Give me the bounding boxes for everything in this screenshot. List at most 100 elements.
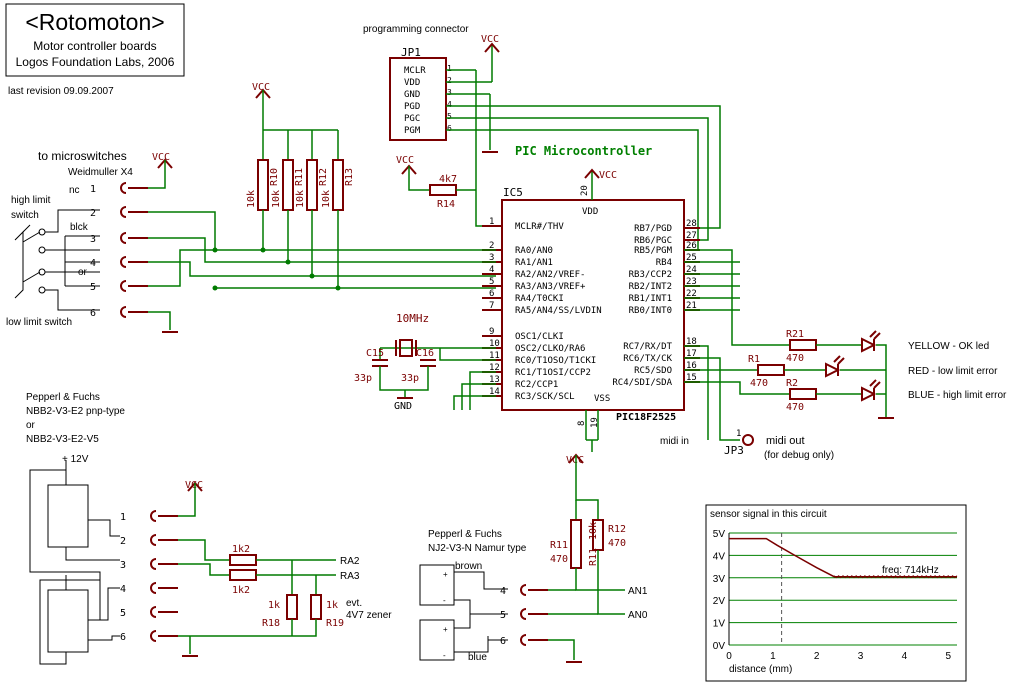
c15-value: 33p [354,373,372,384]
resistor-value: 10k [321,190,332,208]
svg-text:VCC: VCC [252,82,270,93]
pf2-brown: brown [455,561,482,572]
pf1-line2: NBB2-V3-E2 pnp-type [26,406,125,417]
chart-y-tick: 4V [713,551,726,562]
pf1-pin-number: 4 [120,584,126,595]
chart-ripple [833,575,958,579]
led-2 [861,379,881,402]
chart-xlabel: distance (mm) [729,664,792,675]
pic-pin-name: RA2/AN2/VREF- [515,270,585,280]
pf1-pin-socket [150,582,157,594]
low-limit-label: low limit switch [6,317,72,328]
pf2-sensors: + - + - [419,564,508,661]
pic-pin-number: 17 [686,349,697,359]
an1-label: AN1 [628,586,648,597]
vcc-symbol-pullups: VCC [252,82,271,99]
jp1-ref: JP1 [401,46,421,59]
pic-body [501,199,685,411]
gnd-label: GND [394,401,412,412]
pic-pin-number: 15 [686,373,697,383]
blck-label: blck [70,222,89,233]
pf1-supply: + 12V [62,454,89,465]
chart-annotation: freq: 714kHz [882,565,939,576]
r2-body [789,388,817,400]
pic-vss-pin-19: 19 [590,417,600,428]
r19-ref: R19 [326,618,344,629]
jp1-pin-number: 2 [447,76,452,85]
pic-pin-number: 28 [686,219,697,229]
resistor-ref: R11 [294,168,305,186]
r11c-ref: R11 [588,548,599,566]
pf1-line3: or [26,420,36,431]
pic-pin-name: RB6/PGC [634,236,672,246]
pic-pin-number: 21 [686,301,697,311]
resistor-r12 [306,159,318,211]
pf2-connector-pins: 456 [500,584,548,647]
high-limit-label: high limit [11,195,51,206]
pf1-pin-number: 3 [120,560,126,571]
ms-pin-number: 3 [90,234,96,245]
led-label-yellow: YELLOW - OK led [908,341,989,352]
ms-pin-number: 6 [90,308,96,319]
jp3-pin [742,434,754,446]
chart-y-tick: 2V [713,596,726,607]
jp1-pin-number: 6 [447,124,452,133]
pic-pin-number: 3 [489,253,494,263]
r12b-ref: R12 [608,524,626,535]
pic-pin-name: OSC2/CLKO/RA6 [515,344,585,354]
chart-title: sensor signal in this circuit [710,509,827,520]
resistor-r10 [257,159,269,211]
pf2-line1: Pepperl & Fuchs [428,529,502,540]
pic-pin-number: 5 [489,277,494,287]
r1k2a-value: 1k2 [232,544,250,555]
pf1-pin-number: 1 [120,512,126,523]
c15-ref: C15 [366,348,384,359]
r14-ref: R14 [437,199,455,210]
svg-text:-: - [443,596,446,605]
led-0 [861,330,881,353]
crystal-value: 10MHz [396,312,429,325]
pic-pin-number: 10 [489,339,500,349]
pic-pin-number: 9 [489,327,494,337]
chart-x-tick: 5 [945,651,951,662]
svg-text:VCC: VCC [481,34,499,45]
pic-pin-number: 1 [489,217,494,227]
pf2-line2: NJ2-V3-N Namur type [428,543,527,554]
r1k2b-value: 1k2 [232,585,250,596]
chart-y-tick: 3V [713,574,726,585]
pic-vdd-pin: 20 [580,185,590,196]
chart-y-tick: 5V [713,529,726,540]
pf2-pin-number: 4 [500,586,506,597]
r1-ref: R1 [748,354,760,365]
jp1-pin-number: 1 [447,64,452,73]
pic-pin-number: 11 [489,351,500,361]
r1-value: 470 [750,378,768,389]
pic-pin-name: RC6/TX/CK [623,354,672,364]
pic-pin-name: RB4 [656,258,672,268]
pic-pin-number: 26 [686,241,697,251]
chart-x-tick: 0 [726,651,732,662]
ms-pin-number: 4 [90,258,96,269]
pf1-pin-socket [150,510,157,522]
pf1-pin-number: 5 [120,608,126,619]
pic-pin-number: 14 [489,387,500,397]
pf1-pin-socket [150,606,157,618]
chart-x-tick: 4 [902,651,908,662]
jp1-pin-number: 3 [447,88,452,97]
crystal-body [399,339,413,357]
vcc-symbol-pf2: VCC [566,453,584,466]
led-label-red: RED - low limit error [908,366,998,377]
pf1-sensors [29,460,120,665]
r2-ref: R2 [786,378,798,389]
zener-label: evt. [346,598,362,609]
r11b-value: 470 [550,554,568,565]
pic-pin-number: 12 [489,363,500,373]
pf1-pin-socket [150,534,157,546]
midi-in-label: midi in [660,436,689,447]
resistor-r13 [332,159,344,211]
pic-heading: PIC Microcontroller [515,144,652,158]
pic-pin-number: 7 [489,301,494,311]
